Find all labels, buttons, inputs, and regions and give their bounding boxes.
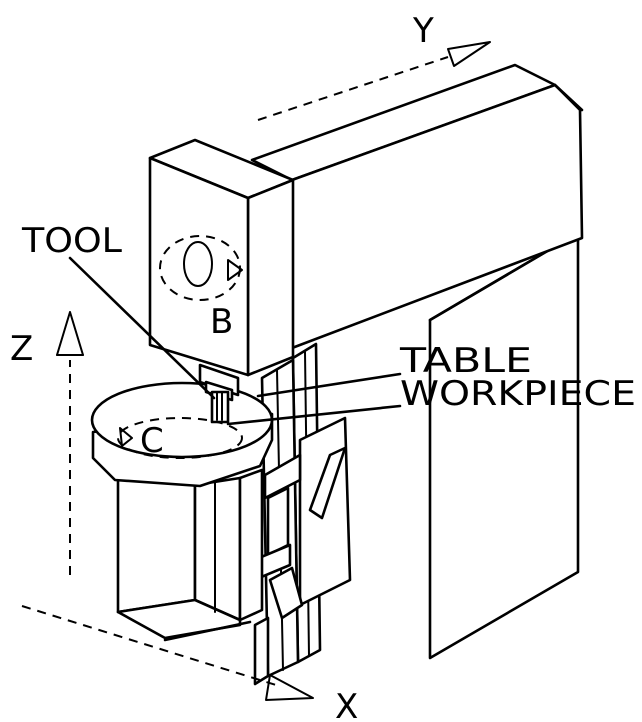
rotary-table <box>90 381 274 488</box>
b-axis-spindle-circle <box>183 241 213 287</box>
c-axis-arrowhead <box>119 427 133 447</box>
workpiece-label: WORKPIECE <box>400 374 636 414</box>
machine-column <box>428 231 580 660</box>
tool-leader-line <box>68 256 216 400</box>
tool-label: TOOL <box>21 221 122 261</box>
saddle-carriage <box>252 416 352 620</box>
table-base <box>116 468 264 642</box>
y-axis-label: Y <box>412 11 434 51</box>
x-axis-label: X <box>335 687 358 722</box>
x-axis-arrow <box>21 605 314 701</box>
cutting-tool <box>210 390 230 424</box>
table-label: TABLE <box>399 341 532 381</box>
z-axis-label: Z <box>10 329 33 369</box>
b-axis-label: B <box>210 302 233 342</box>
b-axis-arrowhead <box>227 259 243 281</box>
c-axis-label: C <box>140 421 164 461</box>
c-axis-rotation-path <box>117 417 243 459</box>
spindle-head <box>148 138 295 377</box>
z-axis-arrow <box>56 311 84 575</box>
y-axis-arrow <box>257 41 491 121</box>
table-leader-line <box>256 372 402 398</box>
horizontal-beam <box>250 63 584 350</box>
workpiece-leader-line <box>226 404 402 426</box>
